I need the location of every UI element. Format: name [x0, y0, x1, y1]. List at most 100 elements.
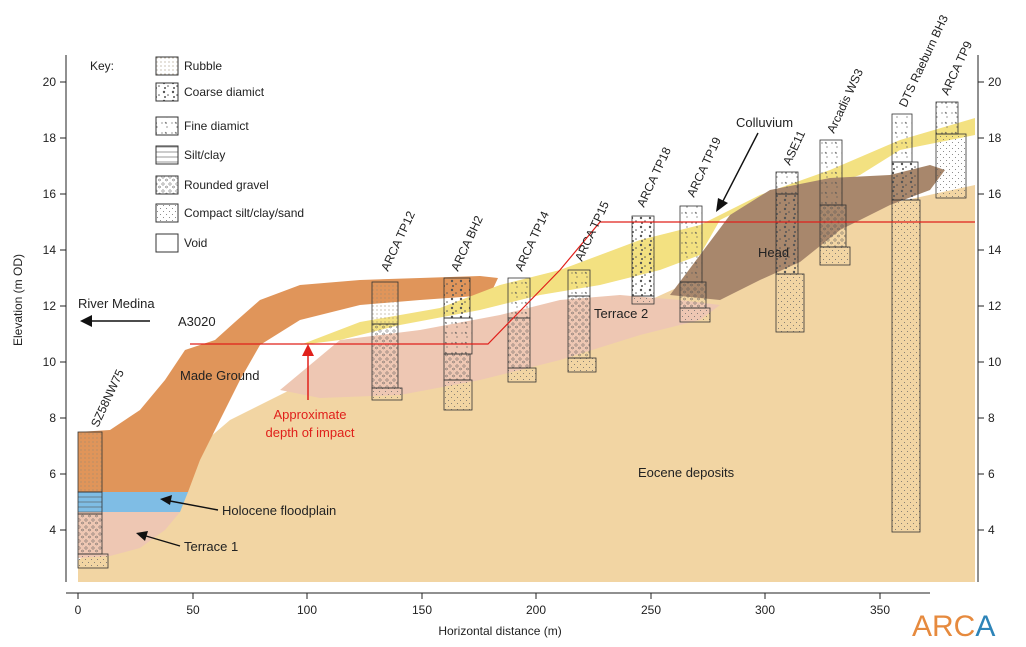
borehole-column	[443, 353, 471, 381]
borehole-column	[819, 139, 843, 206]
legend-item-label: Rounded gravel	[184, 178, 269, 192]
x-tick-label: 300	[755, 603, 775, 617]
borehole-column	[567, 357, 597, 373]
arca-logo: ARCA	[912, 610, 995, 642]
borehole-column	[891, 113, 913, 163]
borehole-column	[77, 553, 109, 569]
rubble-pattern-icon	[155, 56, 179, 76]
borehole-label: ARCA BH2	[448, 213, 486, 273]
y-axis-left-labels: 4 6 8 10 12 14 16 18 20	[43, 75, 57, 537]
legend-item-label: Void	[184, 236, 207, 250]
legend-item-label: Coarse diamict	[184, 85, 265, 99]
x-tick-label: 350	[870, 603, 890, 617]
legend-title: Key:	[90, 59, 114, 73]
river-label: River Medina	[78, 296, 155, 311]
y-tick-label: 6	[988, 467, 995, 481]
terrace1-area	[78, 512, 180, 558]
rounded-gravel-pattern-icon	[155, 175, 179, 195]
borehole-column	[775, 273, 805, 333]
legend-item-label: Silt/clay	[184, 148, 225, 162]
y-tick-label: 12	[43, 299, 57, 313]
x-axis-labels: 0 50 100 150 200 250 300 350	[75, 603, 891, 617]
terrace1-label: Terrace 1	[184, 539, 238, 554]
axes-frame	[65, 55, 979, 594]
y-tick-label: 14	[43, 243, 57, 257]
fine-diamict-pattern-icon	[155, 116, 179, 136]
y-tick-label: 6	[49, 467, 56, 481]
borehole-column	[935, 101, 959, 135]
x-axis-title: Horizontal distance (m)	[438, 624, 561, 638]
legend: Key: Rubble Coarse diamict Fine diamict …	[90, 56, 304, 253]
y-tick-label: 4	[988, 523, 995, 537]
y-tick-label: 18	[43, 131, 57, 145]
y-axis-left-ticks	[60, 81, 66, 531]
terrace1-arrow	[136, 531, 181, 547]
made-ground-label: Made Ground	[180, 368, 260, 383]
borehole-label: DTS Raeburn BH3	[896, 12, 951, 109]
borehole-column	[679, 281, 707, 309]
borehole-columns	[77, 101, 967, 569]
impact-label-line1: Approximate	[274, 407, 347, 422]
x-tick-label: 250	[641, 603, 661, 617]
borehole-column	[891, 199, 921, 533]
colluvium-arrow	[716, 132, 759, 212]
borehole-column	[443, 317, 473, 355]
borehole-column	[443, 379, 473, 411]
y-tick-label: 20	[43, 75, 57, 89]
borehole-label: SZ58NW75	[88, 367, 127, 429]
borehole-column	[77, 491, 103, 515]
x-tick-label: 50	[186, 603, 200, 617]
borehole-column	[507, 367, 537, 383]
borehole-label: ARCA TP14	[512, 209, 552, 274]
y-axis-right-labels: 4 6 8 10 12 14 16 18 20	[988, 75, 1002, 537]
y-axis-title: Elevation (m OD)	[11, 254, 25, 346]
borehole-column	[371, 323, 399, 389]
void-pattern-icon	[155, 233, 179, 253]
borehole-column	[77, 513, 103, 555]
borehole-label: ARCA TP12	[378, 209, 418, 274]
y-tick-label: 16	[43, 187, 57, 201]
borehole-label: Arcadis WS3	[824, 66, 866, 135]
y-tick-label: 12	[988, 299, 1002, 313]
head-area	[670, 165, 945, 300]
borehole-label: ASE11	[780, 128, 808, 167]
x-tick-label: 0	[75, 603, 82, 617]
x-tick-label: 150	[412, 603, 432, 617]
x-axis-ticks	[77, 593, 881, 599]
borehole-column	[775, 193, 799, 275]
silt-clay-pattern-icon	[155, 145, 179, 165]
holocene-arrow	[160, 495, 219, 511]
made-ground-area	[78, 276, 498, 492]
borehole-column	[631, 295, 655, 305]
holocene-floodplain-area	[78, 492, 188, 512]
river-arrow-icon	[80, 315, 150, 327]
legend-item-label: Fine diamict	[184, 119, 249, 133]
terrace2-label: Terrace 2	[594, 306, 648, 321]
y-tick-label: 10	[43, 355, 57, 369]
head-label: Head	[758, 245, 789, 260]
y-tick-label: 10	[988, 355, 1002, 369]
borehole-column	[77, 431, 103, 493]
borehole-column	[679, 307, 711, 323]
y-tick-label: 4	[49, 523, 56, 537]
borehole-column	[775, 171, 799, 195]
borehole-column	[567, 269, 591, 297]
legend-item-label: Rubble	[184, 59, 222, 73]
eocene-label: Eocene deposits	[638, 465, 735, 480]
colluvium-label: Colluvium	[736, 115, 793, 130]
y-tick-label: 16	[988, 187, 1002, 201]
borehole-column	[819, 246, 851, 266]
borehole-column	[567, 295, 591, 359]
borehole-column	[507, 317, 531, 369]
borehole-column	[679, 205, 703, 283]
y-tick-label: 8	[49, 411, 56, 425]
coarse-diamict-pattern-icon	[155, 82, 179, 102]
compact-silt-pattern-icon	[155, 203, 179, 223]
legend-item-label: Compact silt/clay/sand	[184, 206, 304, 220]
borehole-column	[631, 215, 655, 297]
y-tick-label: 20	[988, 75, 1002, 89]
road-label: A3020	[178, 314, 216, 329]
y-tick-label: 18	[988, 131, 1002, 145]
borehole-column	[819, 204, 847, 248]
